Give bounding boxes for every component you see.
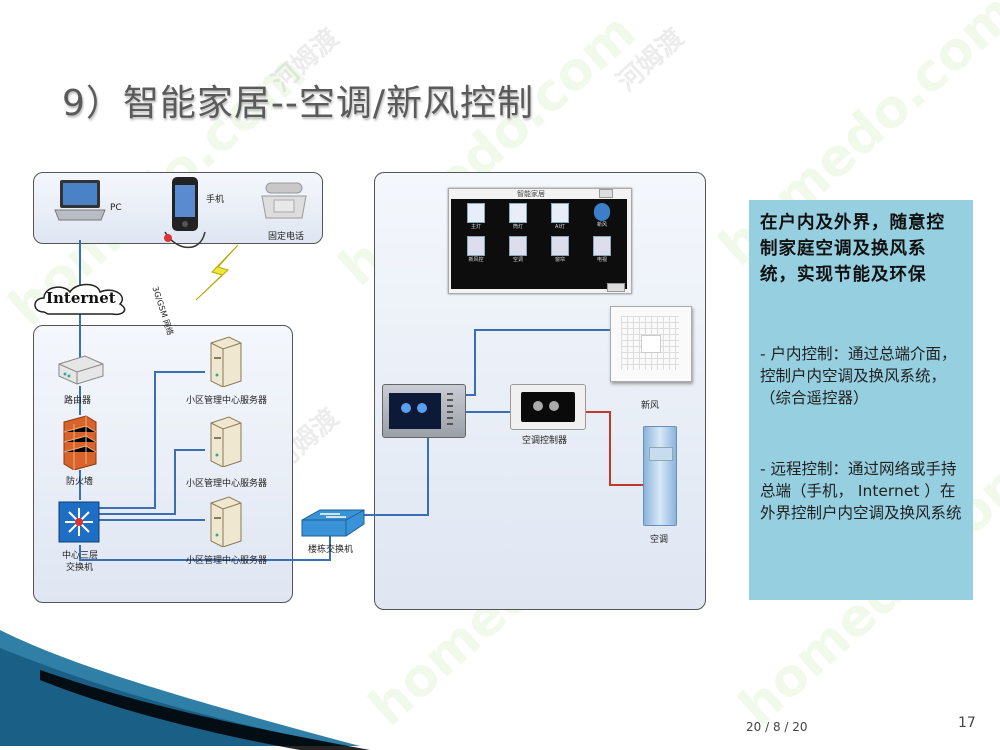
app-tile-icon	[593, 236, 611, 256]
panel-side-buttons	[447, 393, 453, 429]
info-remote-control: - 远程控制：通过网络或手持总端（手机， Internet ）在外界控制户内空调…	[760, 460, 962, 522]
internet-cloud-icon	[34, 283, 126, 316]
pc-label: PC	[110, 203, 122, 213]
core-switch-icon	[58, 501, 100, 543]
ac-unit	[643, 426, 677, 526]
screen-icon-down-light[interactable]: 筒灯	[497, 203, 539, 230]
floor-switch-label: 楼栋交换机	[308, 545, 354, 555]
link-switch-server2	[97, 449, 205, 515]
internet-label: Internet	[46, 289, 116, 307]
ac-unit-panel	[649, 447, 673, 461]
screen-title: 智能家居	[517, 190, 545, 198]
core-switch-label-1: 中心三层	[62, 551, 99, 561]
floor-switch-icon	[301, 509, 365, 537]
fresh-air-vent	[610, 306, 692, 382]
ac-controller-indicator	[549, 401, 559, 411]
slide-title: 9）智能家居--空调/新风控制	[62, 83, 535, 124]
core-switch-label-2: 交换机	[66, 563, 94, 573]
vent-center	[641, 335, 661, 353]
screen-icon-grid: 主灯 筒灯 AI灯 新风 新风控 空调 窗帘 电视	[455, 203, 623, 263]
laptop-icon	[54, 180, 106, 221]
screen-icon-ac[interactable]: 空调	[497, 236, 539, 263]
lightning-icon	[195, 244, 239, 301]
screen-icon-label: 新风控	[468, 257, 484, 263]
ac-unit-label: 空调	[650, 535, 669, 545]
screen-icon-curtain[interactable]: 窗帘	[539, 236, 581, 263]
ac-controller-device	[510, 384, 586, 430]
screen-icon-label: AI灯	[555, 224, 565, 230]
panel-screen-graphic	[417, 403, 427, 413]
router-label: 路由器	[64, 396, 92, 406]
smart-home-screen: 智能家居 主灯 筒灯 AI灯 新风 新风控 空调 窗帘	[448, 188, 632, 294]
screen-icon-label: 窗帘	[554, 257, 565, 263]
screen-icon-label: 新风	[596, 222, 607, 228]
link-panel-freshair	[460, 329, 610, 396]
phone-link-node	[164, 234, 172, 242]
screen-back-button[interactable]	[607, 283, 625, 292]
link-controller-ac	[585, 411, 645, 486]
screen-icon-label: 主灯	[470, 224, 481, 230]
telephone-icon	[261, 182, 307, 219]
firewall-label: 防火墙	[66, 477, 94, 487]
info-indoor-control: - 户内控制：通过总端介面，控制户内空调及换风系统，（综合遥控器）	[760, 345, 957, 407]
screen-icon-ai-light[interactable]: AI灯	[539, 203, 581, 230]
screen-icon-label: 筒灯	[512, 224, 523, 230]
screen-icon-fresh-air[interactable]: 新风	[581, 203, 623, 230]
app-tile-icon	[594, 203, 610, 221]
info-box: 在户内及外界，随意控制家庭空调及换风系统，实现节能及环保 - 户内控制：通过总端…	[749, 200, 973, 600]
ac-controller-indicator	[533, 401, 543, 411]
ac-controller-label: 空调控制器	[522, 436, 568, 446]
link-floor-panel	[350, 436, 429, 516]
screen-icon-label: 电视	[596, 257, 607, 263]
app-tile-icon	[509, 203, 527, 223]
screen-icon-fresh-air-control[interactable]: 新风控	[455, 236, 497, 263]
link-switch-server1	[97, 371, 205, 509]
wall-control-panel	[382, 384, 466, 438]
server-icon	[210, 336, 242, 387]
phone-label: 手机	[206, 195, 225, 205]
panel-screen-graphic	[401, 403, 411, 413]
router-icon	[58, 355, 104, 385]
fresh-air-label: 新风	[641, 401, 660, 411]
server-label-1: 小区管理中心服务器	[186, 396, 268, 406]
footer-date: 20 / 8 / 20	[746, 720, 808, 734]
server-icon	[210, 496, 242, 547]
app-tile-icon	[467, 203, 485, 223]
mobile-phone-icon	[172, 177, 198, 231]
info-heading: 在户内及外界，随意控制家庭空调及换风系统，实现节能及环保	[760, 213, 945, 285]
footer-swoosh	[0, 630, 370, 750]
link-switch-floor	[79, 532, 331, 561]
screen-home-button[interactable]	[599, 189, 613, 198]
firewall-icon	[63, 415, 97, 470]
landline-label: 固定电话	[268, 232, 305, 242]
screen-icon-label: 空调	[512, 257, 523, 263]
screen-icon-main-light[interactable]: 主灯	[455, 203, 497, 230]
app-tile-icon	[551, 236, 569, 256]
app-tile-icon	[467, 236, 485, 256]
server-label-2: 小区管理中心服务器	[186, 479, 268, 489]
panel-screen	[389, 393, 441, 429]
server-label-3: 小区管理中心服务器	[186, 556, 268, 566]
page-number: 17	[958, 715, 976, 731]
ac-controller-screen	[521, 392, 575, 422]
app-tile-icon	[551, 203, 569, 223]
app-tile-icon	[509, 236, 527, 256]
screen-icon-tv[interactable]: 电视	[581, 236, 623, 263]
server-icon	[210, 416, 242, 467]
